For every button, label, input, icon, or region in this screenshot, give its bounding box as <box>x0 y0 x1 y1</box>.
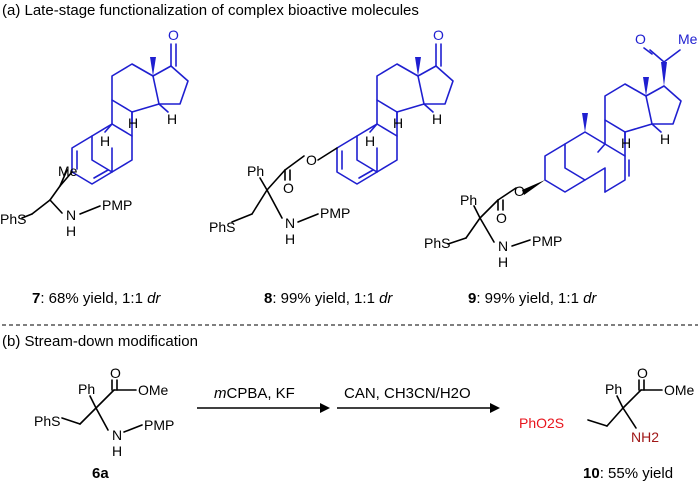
compound-9: O Me H H Ph O O PhS N H PMP 9: 99% yield… <box>424 31 698 307</box>
compound-8-pmp: PMP <box>320 205 350 221</box>
compound-9-o-ester: O <box>514 183 525 199</box>
compound-9-nh-h: H <box>498 254 508 270</box>
compound-9-acetyl-o: O <box>635 31 646 47</box>
compound-6a-label: 6a <box>92 465 109 482</box>
compound-10-o-carbonyl: O <box>637 365 648 381</box>
compound-6a-ome: OMe <box>138 382 169 398</box>
compound-6a: O OMe Ph PhS N H PMP 6a <box>34 365 174 482</box>
compound-7-nh-n: N <box>66 207 76 223</box>
compound-8-side-chain <box>231 147 338 223</box>
compound-9-phs: PhS <box>424 235 450 251</box>
reaction-arrow-2 <box>337 403 500 413</box>
compound-9-o-carbonyl: O <box>496 210 507 226</box>
compound-7-h-b: H <box>167 111 177 127</box>
compound-10-ph: Ph <box>605 381 622 397</box>
compound-6a-o-carbonyl: O <box>110 365 121 381</box>
compound-6a-bonds <box>61 379 143 433</box>
compound-8-ketone-o: O <box>433 27 444 43</box>
compound-8: O H H H Ph O O PhS N H PMP 8: 99% yield,… <box>209 27 454 307</box>
compound-7-me: Me <box>58 163 78 179</box>
compound-8-o-ester: O <box>306 152 317 168</box>
step-1-reagents: mCPBA, KF <box>214 385 295 402</box>
compound-9-side-chain <box>447 180 545 247</box>
compound-7-side-chain <box>21 169 101 219</box>
section-a-title: (a) Late-stage functionalization of comp… <box>2 2 419 19</box>
compound-8-ph: Ph <box>247 163 264 179</box>
compound-8-caption: 8: 99% yield, 1:1 dr <box>264 290 393 307</box>
compound-7-caption: 7: 68% yield, 1:1 dr <box>32 290 161 307</box>
compound-9-h-a: H <box>621 135 631 151</box>
compound-9-pregnenolone-scaffold <box>544 47 682 193</box>
compound-9-nh-n: N <box>498 238 508 254</box>
compound-9-caption: 9: 99% yield, 1:1 dr <box>468 290 597 307</box>
compound-6a-pmp: PMP <box>144 417 174 433</box>
compound-7: O H H H Me PhS N H PMP 7: 68% yield, 1:1… <box>0 27 189 307</box>
step-2-reagents: CAN, CH3CN/H2O <box>344 385 471 402</box>
compound-7-ketone-o: O <box>168 27 179 43</box>
compound-8-phs: PhS <box>209 219 235 235</box>
compound-8-nh-n: N <box>285 215 295 231</box>
compound-10-caption: 10: 55% yield <box>583 465 673 482</box>
compound-7-phs: PhS <box>0 211 26 227</box>
compound-6a-phs: PhS <box>34 413 60 429</box>
compound-8-h-b: H <box>432 111 442 127</box>
compound-10-pho2s: PhO2S <box>519 415 564 431</box>
reaction-arrow-1 <box>197 403 330 413</box>
compound-8-o-carbonyl: O <box>283 180 294 196</box>
compound-10-nh2: NH2 <box>631 429 659 445</box>
compound-9-pmp: PMP <box>532 233 562 249</box>
compound-9-ph: Ph <box>460 192 477 208</box>
compound-8-estrone-scaffold <box>336 43 454 185</box>
compound-10: O OMe Ph PhO2S NH2 10: 55% yield <box>519 365 695 482</box>
compound-8-h-c: H <box>365 133 375 149</box>
compound-8-nh-h: H <box>285 231 295 247</box>
compound-6a-nh-h: H <box>112 443 122 459</box>
compound-6a-ph: Ph <box>78 381 95 397</box>
compound-9-h-b: H <box>660 131 670 147</box>
compound-9-acetyl-me: Me <box>678 31 698 47</box>
compound-6a-nh-n: N <box>112 427 122 443</box>
compound-7-pmp: PMP <box>102 197 132 213</box>
section-b-title: (b) Stream-down modification <box>2 333 198 350</box>
compound-8-h-a: H <box>393 115 403 131</box>
compound-7-h-c: H <box>100 133 110 149</box>
compound-10-bonds <box>587 379 663 429</box>
compound-7-h-a: H <box>128 115 138 131</box>
compound-10-ome: OMe <box>664 382 695 398</box>
compound-7-nh-h: H <box>66 223 76 239</box>
